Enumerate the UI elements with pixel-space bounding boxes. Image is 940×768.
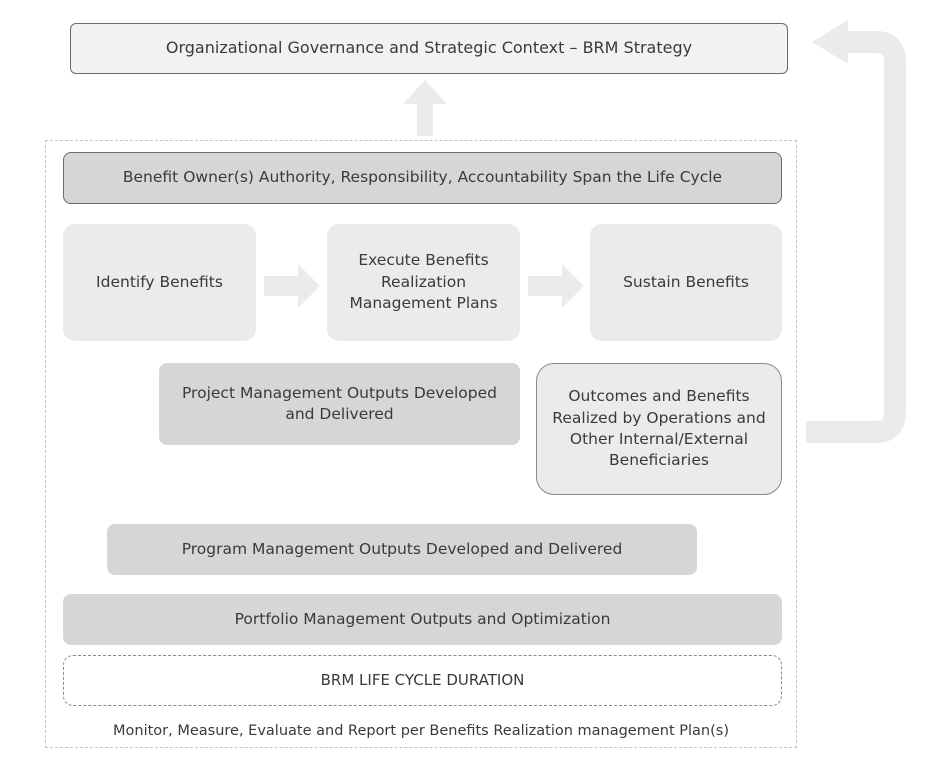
portfolio-outputs-box: Portfolio Management Outputs and Optimiz… bbox=[63, 594, 782, 645]
outcomes-label: Outcomes and Benefits Realized by Operat… bbox=[552, 387, 766, 470]
governance-box: Organizational Governance and Strategic … bbox=[70, 23, 788, 74]
up-arrow bbox=[403, 80, 447, 136]
sustain-benefits-box: Sustain Benefits bbox=[590, 224, 782, 341]
right-arrow-1 bbox=[264, 264, 320, 308]
project-outputs-box: Project Management Outputs Developed and… bbox=[159, 363, 520, 445]
life-cycle-duration-label: BRM LIFE CYCLE DURATION bbox=[320, 671, 525, 690]
monitor-footer-text: Monitor, Measure, Evaluate and Report pe… bbox=[45, 718, 797, 744]
right-arrow-2 bbox=[528, 264, 584, 308]
benefit-owner-box: Benefit Owner(s) Authority, Responsibili… bbox=[63, 152, 782, 204]
life-cycle-boundary bbox=[45, 140, 797, 748]
portfolio-outputs-label: Portfolio Management Outputs and Optimiz… bbox=[234, 609, 611, 628]
outcomes-box: Outcomes and Benefits Realized by Operat… bbox=[536, 363, 782, 495]
life-cycle-duration-box: BRM LIFE CYCLE DURATION bbox=[63, 655, 782, 706]
project-outputs-label: Project Management Outputs Developed and… bbox=[181, 383, 498, 423]
execute-benefits-box: Execute Benefits Realization Management … bbox=[327, 224, 520, 341]
execute-benefits-label: Execute Benefits Realization Management … bbox=[349, 251, 498, 313]
program-outputs-box: Program Management Outputs Developed and… bbox=[107, 524, 697, 575]
identify-benefits-label: Identify Benefits bbox=[96, 272, 223, 291]
governance-label: Organizational Governance and Strategic … bbox=[165, 38, 693, 58]
benefit-owner-label: Benefit Owner(s) Authority, Responsibili… bbox=[122, 168, 723, 187]
monitor-footer-label: Monitor, Measure, Evaluate and Report pe… bbox=[113, 723, 729, 739]
program-outputs-label: Program Management Outputs Developed and… bbox=[181, 539, 623, 558]
sustain-benefits-label: Sustain Benefits bbox=[623, 272, 749, 291]
identify-benefits-box: Identify Benefits bbox=[63, 224, 256, 341]
